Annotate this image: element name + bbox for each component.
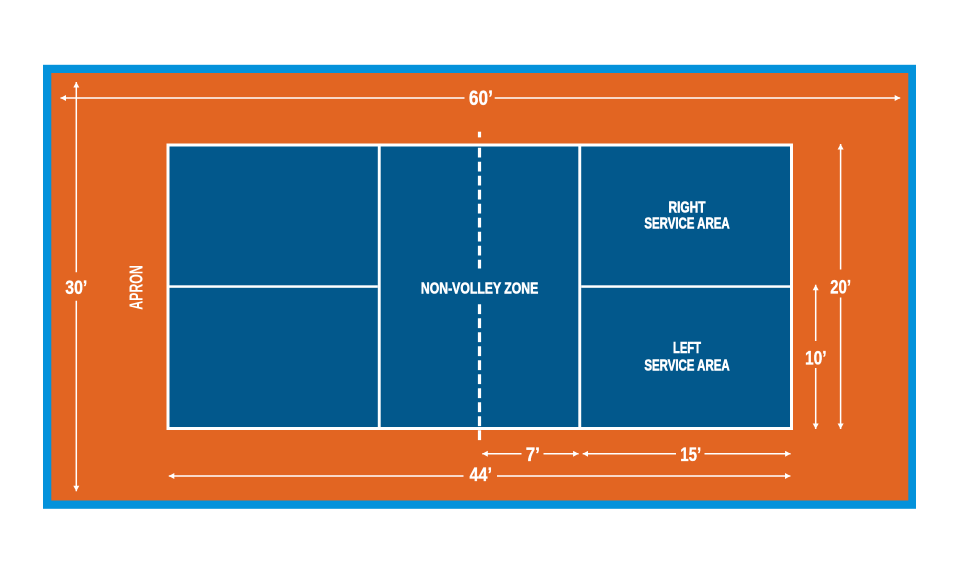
svg-text:44’: 44’ [470, 465, 493, 486]
svg-text:10’: 10’ [805, 347, 827, 369]
svg-text:RIGHT: RIGHT [669, 199, 706, 216]
svg-text:SERVICE AREA: SERVICE AREA [644, 357, 730, 374]
svg-text:30’: 30’ [65, 277, 87, 299]
svg-text:60’: 60’ [469, 86, 493, 110]
svg-text:15’: 15’ [680, 445, 701, 466]
svg-text:20’: 20’ [830, 276, 851, 298]
svg-text:APRON: APRON [127, 265, 147, 310]
svg-text:NON-VOLLEY ZONE: NON-VOLLEY ZONE [421, 279, 539, 297]
svg-text:SERVICE AREA: SERVICE AREA [644, 215, 730, 232]
svg-text:7’: 7’ [526, 445, 540, 466]
svg-text:LEFT: LEFT [673, 340, 701, 357]
